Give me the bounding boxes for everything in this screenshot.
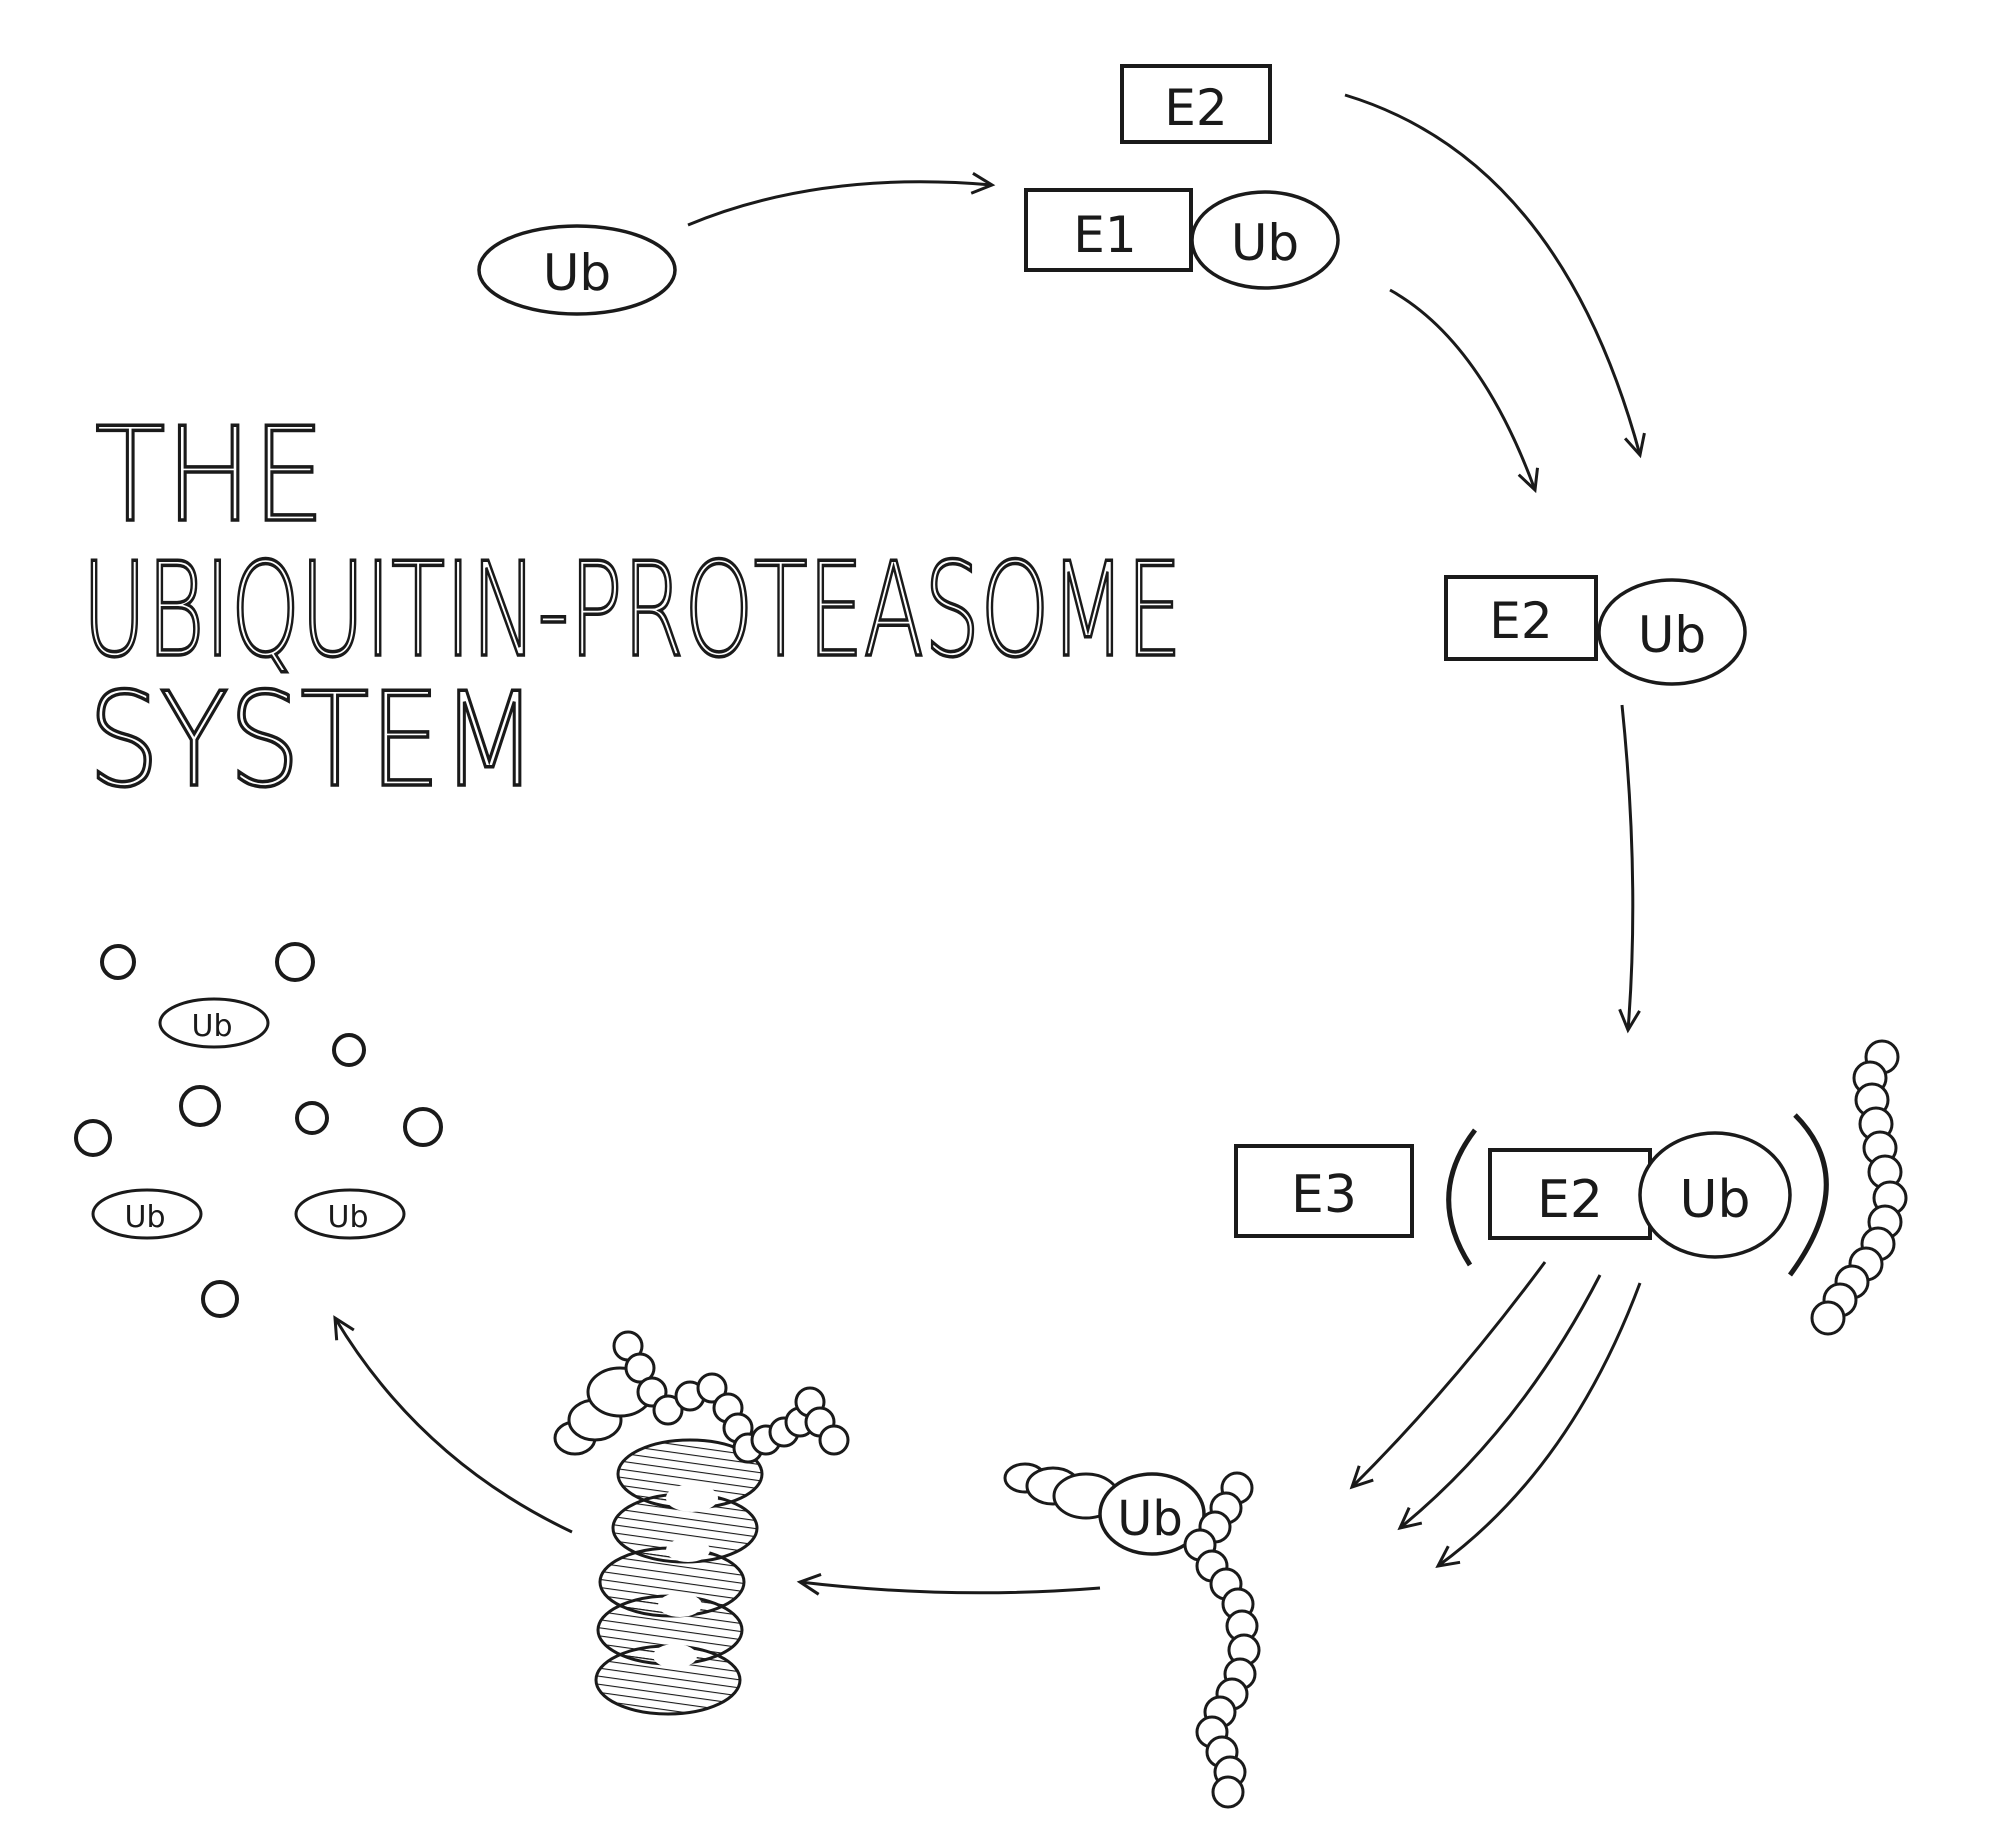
amino-acid: [74, 1119, 112, 1157]
e3-ligase: E3: [1234, 1144, 1414, 1238]
arrow-to-products: [333, 1315, 573, 1534]
substrate-protein-chain: [1810, 1039, 1908, 1336]
arrow-e2ub-to-e3: [1618, 704, 1641, 1034]
e1-ub-label: Ub: [1231, 214, 1299, 272]
amino-acid: [295, 1101, 329, 1135]
diagram-title: THE UBIQUITIN-PROTEASOME SYSTEM: [80, 397, 1184, 818]
bracket-open: [1446, 1128, 1477, 1267]
e3-e2-ub-complex: E2 Ub: [1488, 1131, 1792, 1259]
amino-acid: [332, 1033, 366, 1067]
free-ubiquitin-label: Ub: [543, 244, 611, 302]
arrow-ubiquitination-2: [1397, 1274, 1602, 1531]
free-ubiquitin: Ub: [477, 224, 677, 316]
degradation-products: Ub Ub Ub: [74, 942, 443, 1318]
proteasome-substrate-chain: [612, 1330, 850, 1464]
arrow-ubiquitination-3: [1435, 1282, 1642, 1568]
e3-complex-ub-label: Ub: [1679, 1170, 1750, 1230]
title-line-2: UBIQUITIN-PROTEASOME: [82, 534, 1182, 686]
substrate-bead: [652, 1394, 684, 1426]
substrate-bead: [1810, 1300, 1846, 1336]
arrow-ubiquitination-1: [1349, 1261, 1547, 1490]
polyubiquitinated-substrate: Ub: [1003, 1462, 1206, 1556]
recycled-ubiquitin-3: Ub: [294, 1188, 406, 1240]
proteasome: [594, 1438, 764, 1716]
title-line-3: SYSTEM: [88, 664, 538, 816]
bracket-close: [1787, 1113, 1829, 1277]
recycled-ub-1-label: Ub: [191, 1009, 232, 1044]
e1-ub-complex: E1 Ub: [1024, 188, 1340, 290]
recycled-ub-3-label: Ub: [327, 1200, 368, 1235]
e2-ub-ub-label: Ub: [1638, 606, 1706, 664]
arrow-to-proteasome: [796, 1573, 1101, 1596]
title-line-1: THE: [95, 399, 325, 551]
polyub-substrate-chain: [1183, 1471, 1261, 1809]
amino-acid: [275, 942, 315, 982]
amino-acid: [179, 1085, 221, 1127]
e2-enzyme-free: E2: [1120, 64, 1272, 144]
recycled-ub-2-label: Ub: [124, 1200, 165, 1235]
substrate-bead: [624, 1352, 656, 1384]
amino-acid: [201, 1280, 239, 1318]
arrow-e2-to-e2ub: [1344, 93, 1646, 459]
arrow-e1ub-to-e2ub: [1389, 288, 1539, 494]
arrow-ub-to-e1: [687, 172, 996, 227]
e3-label: E3: [1291, 1165, 1357, 1225]
amino-acid: [403, 1107, 443, 1147]
e2-ub-complex: E2 Ub: [1444, 575, 1747, 686]
polyub-label: Ub: [1117, 1491, 1183, 1547]
recycled-ubiquitin-1: Ub: [158, 997, 270, 1049]
e1-label: E1: [1073, 206, 1136, 264]
amino-acid: [100, 944, 136, 980]
e2-free-label: E2: [1164, 79, 1227, 137]
substrate-bead: [1211, 1775, 1245, 1809]
e3-complex-e2-label: E2: [1537, 1170, 1603, 1230]
substrate-bead: [696, 1372, 728, 1404]
substrate-bead: [818, 1424, 850, 1456]
e2-ub-e2-label: E2: [1489, 592, 1552, 650]
recycled-ubiquitin-2: Ub: [91, 1188, 203, 1240]
